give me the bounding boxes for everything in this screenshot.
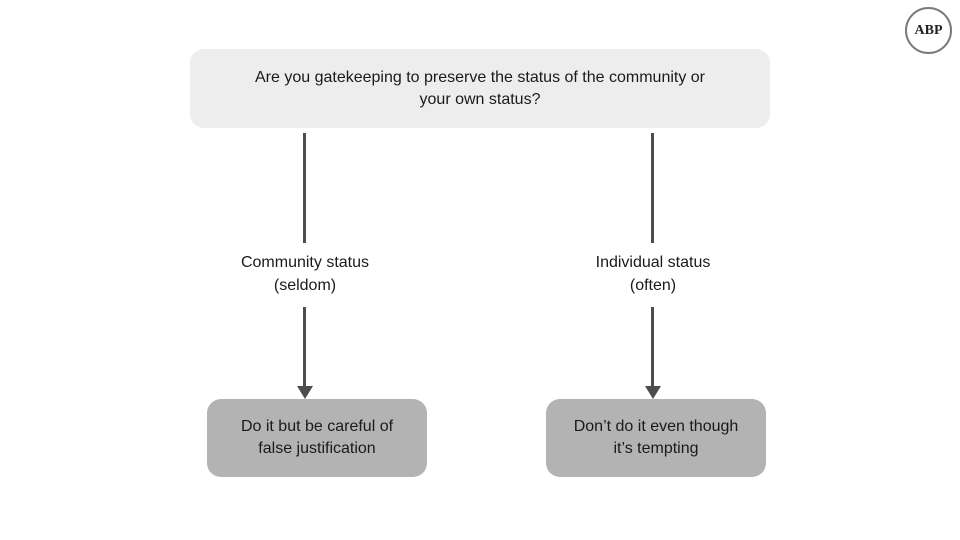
arrowhead-down-icon <box>296 386 313 399</box>
connector-line-left-lower <box>303 307 306 387</box>
outcome-box-dont-do-it: Don’t do it even though it’s tempting <box>546 399 766 477</box>
branch-label-line: (often) <box>629 277 677 294</box>
branch-label-community: Community status (seldom) <box>185 251 425 297</box>
connector-line-left-upper <box>303 133 306 243</box>
branch-label-line: (seldom) <box>273 277 337 294</box>
question-box: Are you gatekeeping to preserve the stat… <box>190 49 770 128</box>
question-line: Are you gatekeeping to preserve the stat… <box>254 68 706 86</box>
abp-logo: ABP <box>905 7 952 54</box>
outcome-line: Do it but be careful of <box>240 418 394 435</box>
branch-label-line: Community status <box>240 254 370 271</box>
question-line: your own status? <box>419 90 541 108</box>
outcome-line: false justification <box>258 440 376 457</box>
connector-line-right-lower <box>651 307 654 387</box>
connector-line-right-upper <box>651 133 654 243</box>
branch-label-line: Individual status <box>595 254 711 271</box>
outcome-line: Don’t do it even though <box>573 418 739 435</box>
arrowhead-down-icon <box>644 386 661 399</box>
branch-label-individual: Individual status (often) <box>533 251 773 297</box>
abp-logo-text: ABP <box>914 22 943 38</box>
outcome-line: it’s tempting <box>613 440 699 457</box>
outcome-box-do-it: Do it but be careful of false justificat… <box>207 399 427 477</box>
